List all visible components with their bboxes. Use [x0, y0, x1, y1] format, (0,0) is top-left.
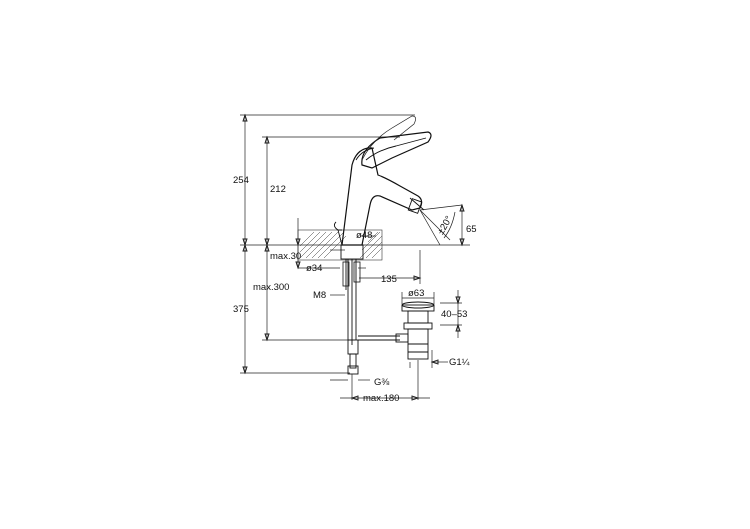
shank-hoses — [340, 244, 400, 375]
dimension-labels: 254 212 375 max.30 max.300 M8 ø48 ø34 13… — [233, 175, 477, 404]
spray-angle — [419, 203, 465, 247]
label-135: 135 — [381, 274, 397, 285]
left-dimensions — [240, 114, 470, 374]
label-d48: ø48 — [356, 230, 372, 241]
label-max30: max.30 — [270, 251, 301, 262]
label-65: 65 — [466, 224, 477, 235]
label-d63: ø63 — [408, 288, 424, 299]
label-m8: M8 — [313, 290, 326, 301]
label-g114: G1¼ — [449, 357, 471, 368]
waste-dimensions — [358, 235, 462, 368]
label-d34: ø34 — [306, 263, 322, 274]
label-40-53: 40–53 — [441, 309, 467, 320]
bottom-dimensions — [330, 360, 430, 401]
label-angle: ±20° — [436, 214, 455, 237]
countertop-section — [297, 229, 383, 261]
arrow-heads — [242, 113, 301, 375]
label-212: 212 — [270, 184, 286, 195]
faucet-body — [333, 115, 432, 246]
label-375: 375 — [233, 304, 249, 315]
label-g38: G⅜ — [374, 377, 389, 388]
label-max300: max.300 — [253, 282, 289, 293]
label-max180: max.180 — [363, 393, 399, 404]
label-254: 254 — [233, 175, 249, 186]
pop-up-waste — [395, 301, 435, 360]
